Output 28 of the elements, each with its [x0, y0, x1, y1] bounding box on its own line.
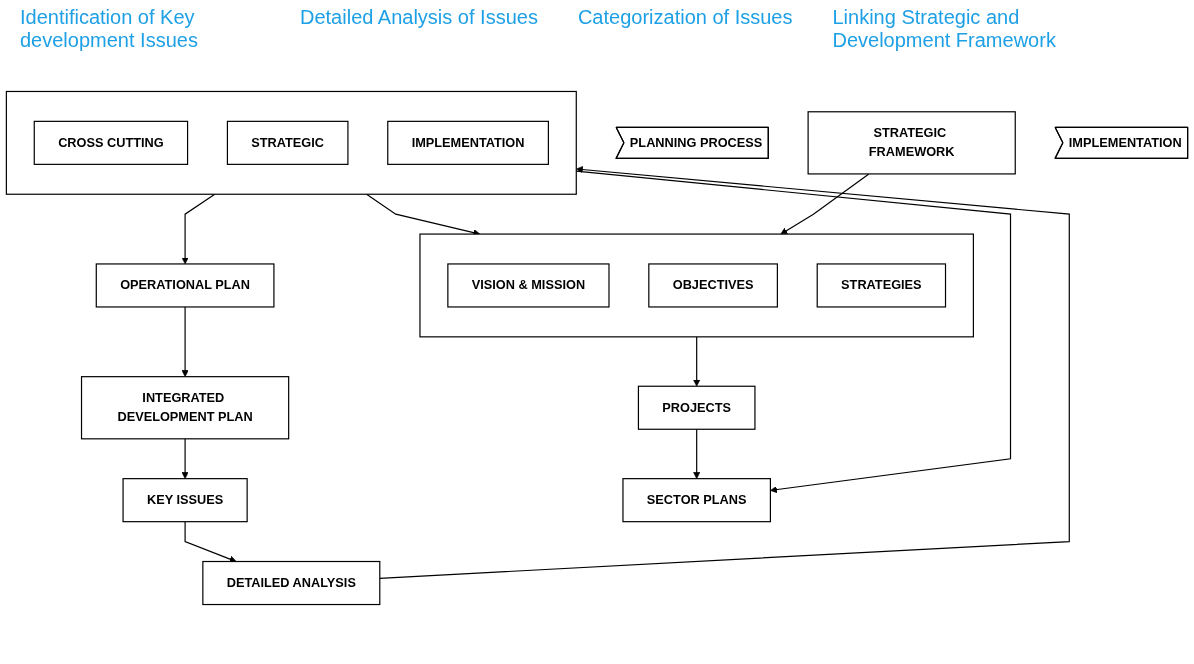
node-box: STRATEGIES — [816, 263, 947, 308]
stage-heading: Detailed Analysis of Issues — [300, 6, 538, 30]
node-box: STRATEGIC — [226, 120, 349, 165]
node-box: PROJECTS — [637, 385, 756, 430]
node-box: CROSS CUTTING — [33, 120, 189, 165]
node-box: OPERATIONAL PLAN — [95, 263, 275, 308]
arrow — [181, 438, 189, 479]
arrow — [184, 521, 237, 563]
node-box: VISION & MISSION — [447, 263, 610, 308]
stage-heading: Linking Strategic and Development Framework — [832, 6, 1057, 52]
stage-heading: Identification of Key development Issues — [20, 6, 199, 52]
arrow — [181, 306, 189, 377]
arrow — [693, 336, 701, 387]
node-box: IMPLEMENTATION — [387, 120, 549, 165]
arrow — [181, 193, 216, 265]
node-box: KEY ISSUES — [122, 478, 248, 523]
cluster — [419, 233, 974, 338]
node-box: OBJECTIVES — [648, 263, 778, 308]
arrow — [379, 166, 1070, 579]
arrow — [780, 173, 870, 235]
node-box: INTEGRATED DEVELOPMENT PLAN — [80, 376, 290, 440]
cluster — [5, 90, 577, 195]
stage-heading: Categorization of Issues — [577, 6, 793, 30]
node-box: DETAILED ANALYSIS — [202, 560, 381, 606]
arrow — [365, 193, 481, 236]
arrow — [693, 428, 701, 479]
node-box: SECTOR PLANS — [622, 478, 771, 523]
node-box: STRATEGIC FRAMEWORK — [807, 111, 1016, 175]
